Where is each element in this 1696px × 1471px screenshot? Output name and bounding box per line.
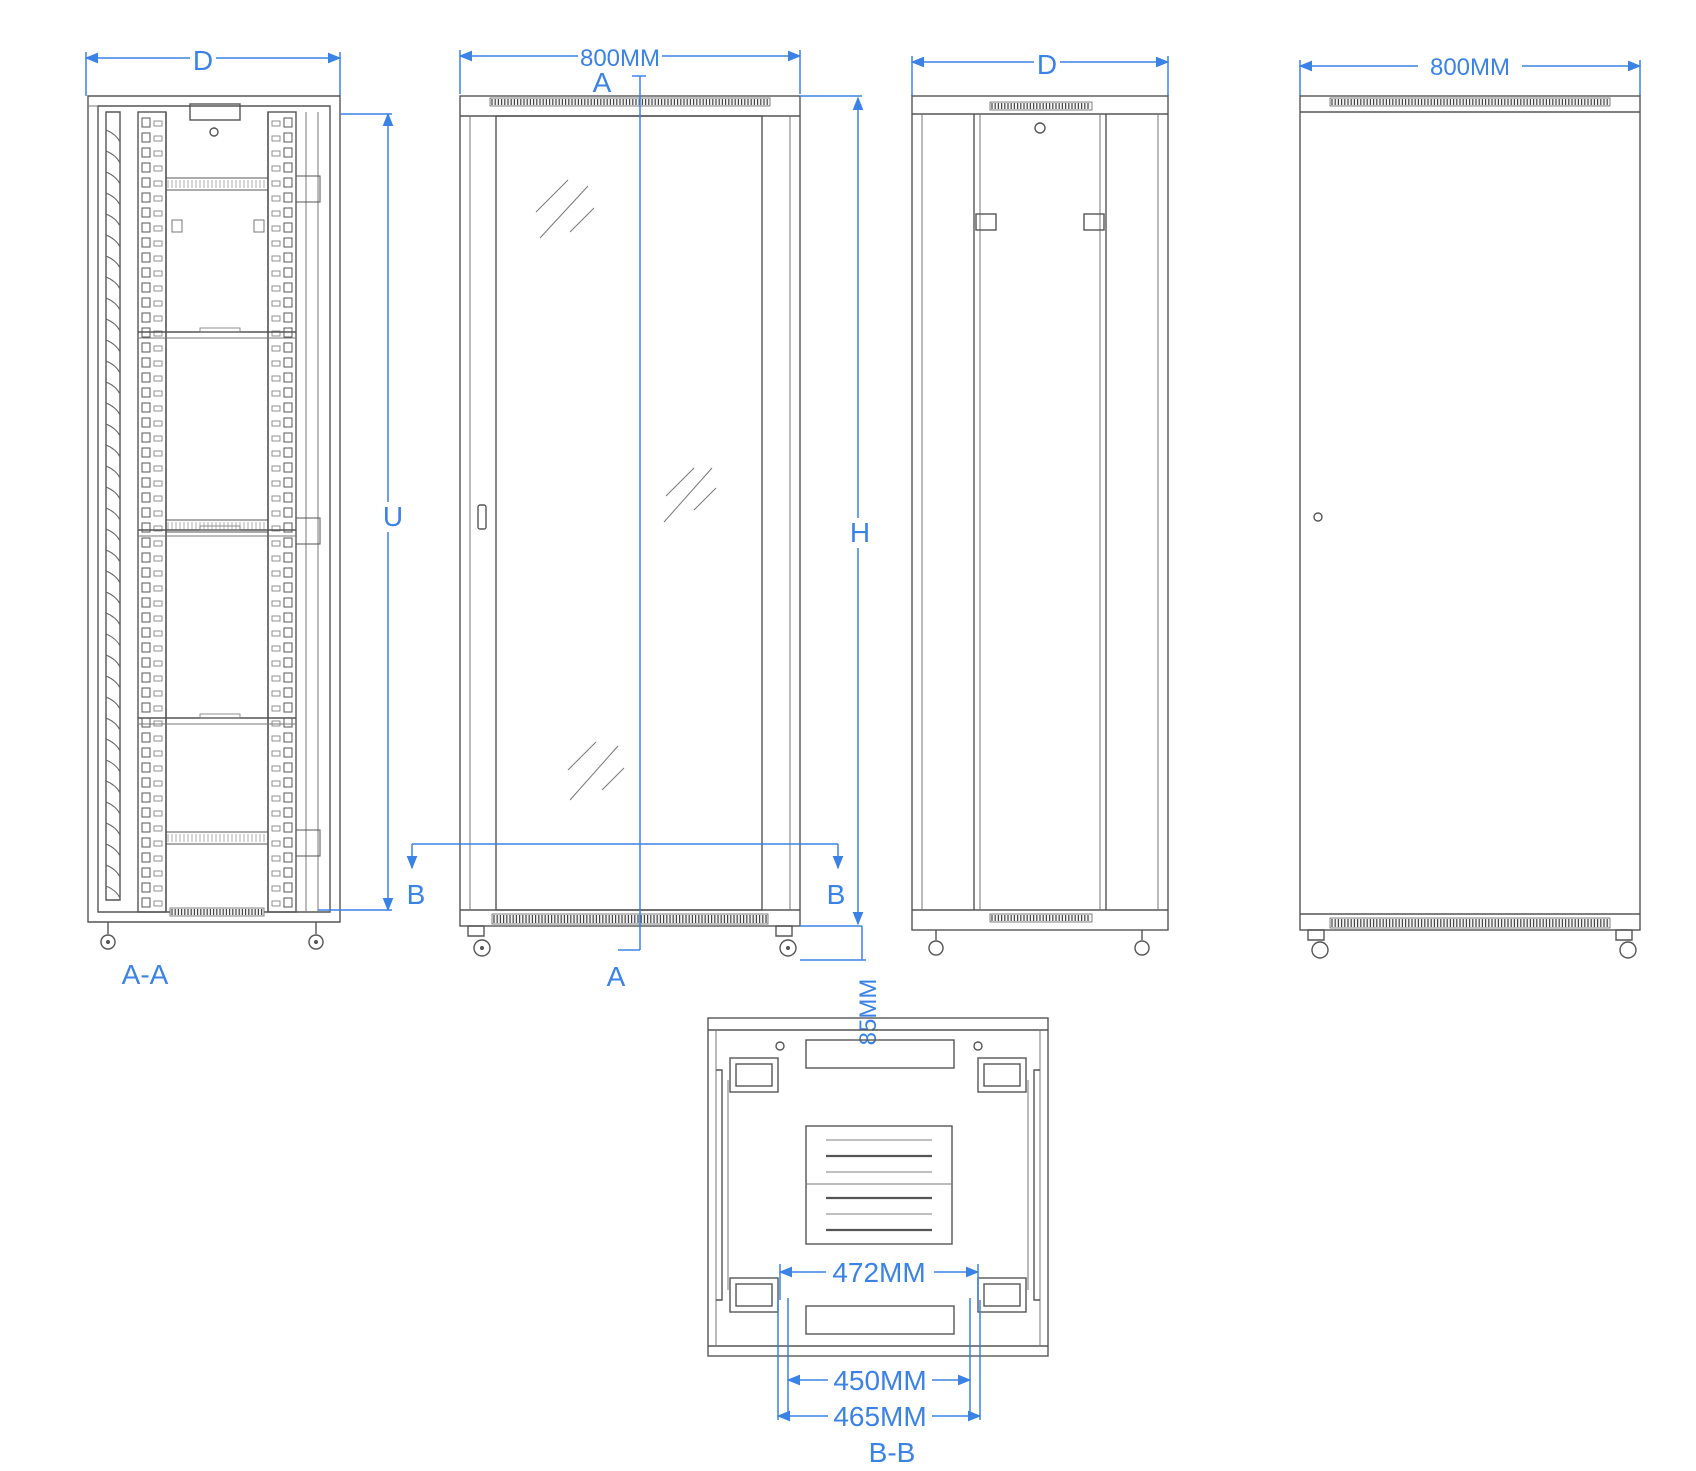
back-lock-icon — [1313, 512, 1323, 522]
side-lock-icon — [1034, 122, 1046, 134]
center-vent-plate — [805, 1125, 953, 1245]
height-label: H — [850, 517, 870, 548]
front-glass-door-view: 800MM — [406, 42, 882, 1046]
bottom-vent — [1329, 917, 1611, 929]
bottom-vent — [491, 913, 769, 925]
depth-label: D — [193, 45, 213, 76]
top-fan-box — [189, 103, 241, 121]
side-view: D — [910, 48, 1170, 956]
section-b-left-label: B — [407, 879, 426, 910]
vent-slots — [826, 1139, 932, 1232]
side-bracket-right — [1083, 213, 1105, 231]
bottom-vent — [169, 907, 265, 917]
cabinet-frame — [87, 95, 341, 923]
section-b-right-label: B — [827, 879, 846, 910]
section-bb-label: B-B — [869, 1437, 916, 1468]
cabinet-body — [459, 95, 801, 927]
top-screw — [209, 127, 219, 137]
cable-slot-top — [805, 1039, 955, 1069]
shelves — [138, 175, 321, 857]
back-width-label: 800MM — [1430, 54, 1510, 81]
door-handle — [477, 504, 487, 530]
units-label: U — [383, 501, 403, 532]
top-vent — [489, 97, 771, 107]
section-bb-view: 472MM 450MM 465MM B-B — [707, 1017, 1049, 1468]
top-vent — [989, 101, 1093, 111]
side-depth-label: D — [1037, 49, 1057, 80]
door-width-label: 800MM — [580, 45, 660, 72]
casters — [928, 930, 1150, 956]
glass-reflection-marks — [535, 179, 717, 801]
corner-bracket — [729, 1057, 779, 1093]
base-width-465-label: 465MM — [833, 1401, 926, 1432]
section-aa-label: A-A — [122, 959, 169, 990]
side-bracket-left — [975, 213, 997, 231]
base-width-450-label: 450MM — [833, 1365, 926, 1396]
back-cabinet-body — [1299, 95, 1641, 931]
section-a-top-label: A — [593, 67, 612, 98]
corner-bracket — [977, 1277, 1027, 1313]
back-view: 800MM — [1298, 52, 1642, 959]
base-width-472-label: 472MM — [832, 1257, 925, 1288]
foot-height-label: 85MM — [855, 979, 882, 1046]
glass-door — [495, 115, 763, 911]
casters — [1307, 929, 1637, 959]
corner-bracket — [729, 1277, 779, 1313]
corner-bracket — [977, 1057, 1027, 1093]
cable-slot-bottom — [805, 1305, 955, 1335]
cable-management-loops — [105, 129, 121, 899]
base-outline — [707, 1017, 1049, 1357]
top-vent — [1329, 97, 1611, 107]
casters — [100, 922, 324, 950]
section-a-bottom-label: A — [607, 961, 626, 992]
bottom-vent — [989, 913, 1093, 923]
rail-holes — [141, 117, 293, 908]
section-aa-view: D — [84, 44, 403, 990]
casters — [467, 925, 797, 957]
side-cabinet-body — [911, 95, 1169, 931]
